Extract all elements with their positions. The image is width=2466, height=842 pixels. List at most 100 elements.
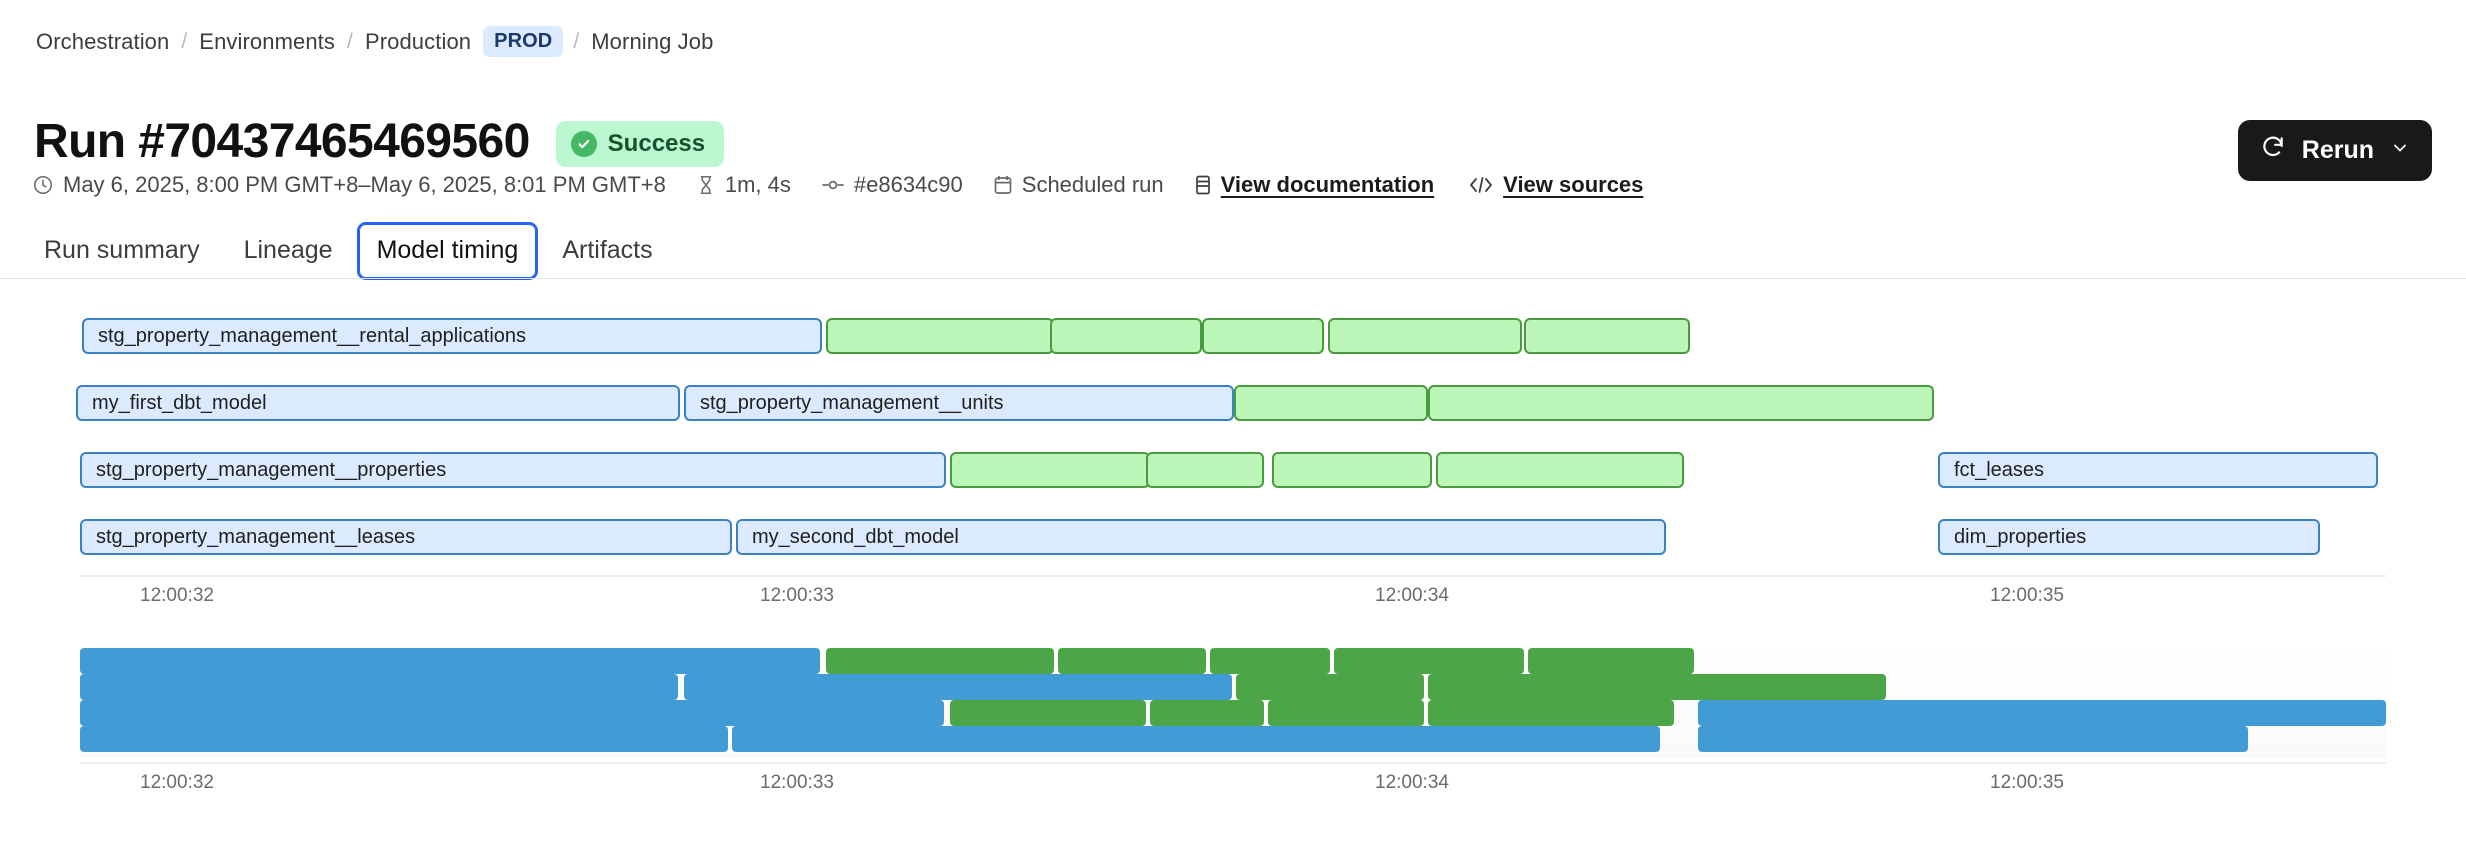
breadcrumb-item-production[interactable]: Production — [364, 28, 472, 54]
detail-chart-row: stg_property_management__properties fct_l… — [0, 452, 2466, 488]
meta-duration: 1m, 4s — [696, 172, 791, 198]
page-title: Run #70437465469560 — [34, 115, 530, 169]
model-bar-stg_property_management__leases[interactable]: stg_property_management__leases — [80, 519, 732, 555]
overview-bar[interactable] — [80, 726, 728, 752]
model-bar-test[interactable] — [1202, 318, 1324, 354]
breadcrumb-separator: / — [347, 29, 353, 53]
model-bar-test[interactable] — [1328, 318, 1522, 354]
breadcrumb-separator: / — [181, 29, 188, 53]
overview-bar[interactable] — [1334, 648, 1524, 674]
tab-bar: Run summary Lineage Model timing Artifac… — [24, 222, 673, 280]
model-bar-test[interactable] — [1234, 385, 1428, 421]
view-sources-label[interactable]: View sources — [1503, 172, 1644, 197]
breadcrumb-item-morning-job[interactable]: Morning Job — [591, 28, 714, 54]
model-bar-stg_property_management__properties[interactable]: stg_property_management__properties — [80, 452, 946, 488]
overview-chart-row — [80, 726, 2386, 752]
model-bar-dim_properties[interactable]: dim_properties — [1938, 519, 2320, 555]
overview-chart-row — [80, 648, 2386, 674]
overview-bar[interactable] — [1268, 700, 1424, 726]
hourglass-icon — [696, 174, 716, 196]
detail-axis-ticks: 12:00:32 12:00:33 12:00:34 12:00:35 — [0, 585, 2466, 609]
chevron-down-icon[interactable] — [2390, 136, 2410, 165]
model-bar-test[interactable] — [1524, 318, 1690, 354]
meta-trigger-text: Scheduled run — [1021, 172, 1164, 197]
meta-trigger: Scheduled run — [993, 172, 1164, 198]
model-bar-stg_property_management__rental_applications[interactable]: stg_property_management__rental_applicat… — [82, 318, 822, 354]
tab-model-timing[interactable]: Model timing — [356, 222, 539, 280]
model-bar-test[interactable] — [1050, 318, 1202, 354]
meta-timerange-text: May 6, 2025, 8:00 PM GMT+8–May 6, 2025, … — [63, 172, 666, 197]
status-badge-label: Success — [607, 130, 706, 158]
overview-bar[interactable] — [684, 674, 1232, 700]
check-circle-icon — [570, 131, 597, 158]
overview-bar[interactable] — [732, 726, 1660, 752]
tab-lineage[interactable]: Lineage — [243, 236, 333, 264]
status-badge: Success — [555, 121, 725, 168]
run-metadata: May 6, 2025, 8:00 PM GMT+8–May 6, 2025, … — [32, 172, 1677, 198]
axis-tick-label: 12:00:32 — [140, 585, 214, 606]
overview-bar[interactable] — [1058, 648, 1206, 674]
model-timing-detail-chart[interactable]: stg_property_management__rental_applicat… — [0, 318, 2466, 586]
overview-bar[interactable] — [1528, 648, 1694, 674]
meta-duration-text: 1m, 4s — [724, 172, 791, 197]
book-icon — [1194, 174, 1212, 196]
overview-bar[interactable] — [826, 648, 1054, 674]
view-sources-link[interactable]: View sources — [1468, 172, 1643, 198]
axis-tick-label: 12:00:32 — [140, 772, 214, 793]
overview-bar[interactable] — [1698, 700, 2386, 726]
overview-axis-line — [80, 762, 2386, 764]
code-brackets-icon — [1468, 175, 1494, 195]
overview-bar[interactable] — [80, 700, 944, 726]
model-bar-fct_leases[interactable]: fct_leases — [1938, 452, 2378, 488]
overview-bar[interactable] — [1210, 648, 1330, 674]
axis-tick-label: 12:00:34 — [1375, 585, 1449, 606]
overview-bar[interactable] — [1236, 674, 1424, 700]
axis-tick-label: 12:00:35 — [1990, 585, 2064, 606]
refresh-icon — [2260, 134, 2286, 167]
breadcrumb-env-tag-prod: PROD — [483, 26, 564, 57]
model-bar-test[interactable] — [1436, 452, 1684, 488]
axis-tick-label: 12:00:33 — [760, 585, 834, 606]
model-bar-stg_property_management__units[interactable]: stg_property_management__units — [684, 385, 1234, 421]
breadcrumb: Orchestration / Environments / Productio… — [34, 26, 715, 57]
rerun-button[interactable]: Rerun — [2237, 120, 2432, 181]
model-bar-my_first_dbt_model[interactable]: my_first_dbt_model — [76, 385, 680, 421]
breadcrumb-item-environments[interactable]: Environments — [199, 28, 335, 54]
git-commit-icon — [821, 175, 845, 195]
calendar-icon — [993, 174, 1013, 196]
overview-chart-row — [80, 700, 2386, 726]
model-bar-test[interactable] — [1146, 452, 1264, 488]
overview-bar[interactable] — [80, 648, 820, 674]
rerun-button-label: Rerun — [2301, 136, 2374, 164]
model-bar-test[interactable] — [950, 452, 1150, 488]
title-row: Run #70437465469560 Success — [34, 86, 725, 198]
overview-bar[interactable] — [80, 674, 678, 700]
model-timing-overview-chart[interactable] — [80, 640, 2386, 758]
overview-bar[interactable] — [1428, 674, 1886, 700]
axis-tick-label: 12:00:34 — [1375, 772, 1449, 793]
model-bar-test[interactable] — [1272, 452, 1432, 488]
view-documentation-link[interactable]: View documentation — [1194, 172, 1435, 198]
overview-bar[interactable] — [1150, 700, 1264, 726]
tab-run-summary[interactable]: Run summary — [44, 236, 200, 264]
view-documentation-label[interactable]: View documentation — [1220, 172, 1435, 197]
meta-timerange: May 6, 2025, 8:00 PM GMT+8–May 6, 2025, … — [32, 172, 666, 198]
breadcrumb-separator: / — [573, 29, 580, 53]
clock-icon — [32, 174, 54, 196]
model-bar-my_second_dbt_model[interactable]: my_second_dbt_model — [736, 519, 1666, 555]
detail-chart-row: stg_property_management__rental_applicat… — [0, 318, 2466, 354]
model-bar-test[interactable] — [826, 318, 1054, 354]
overview-bar[interactable] — [1428, 700, 1674, 726]
meta-commit-text: #e8634c90 — [853, 172, 963, 197]
overview-bar[interactable] — [950, 700, 1146, 726]
meta-commit: #e8634c90 — [821, 172, 963, 198]
overview-bar[interactable] — [1698, 726, 2248, 752]
breadcrumb-item-orchestration[interactable]: Orchestration — [36, 28, 170, 54]
tab-artifacts[interactable]: Artifacts — [562, 236, 653, 264]
model-bar-test[interactable] — [1428, 385, 1934, 421]
axis-tick-label: 12:00:33 — [760, 772, 834, 793]
